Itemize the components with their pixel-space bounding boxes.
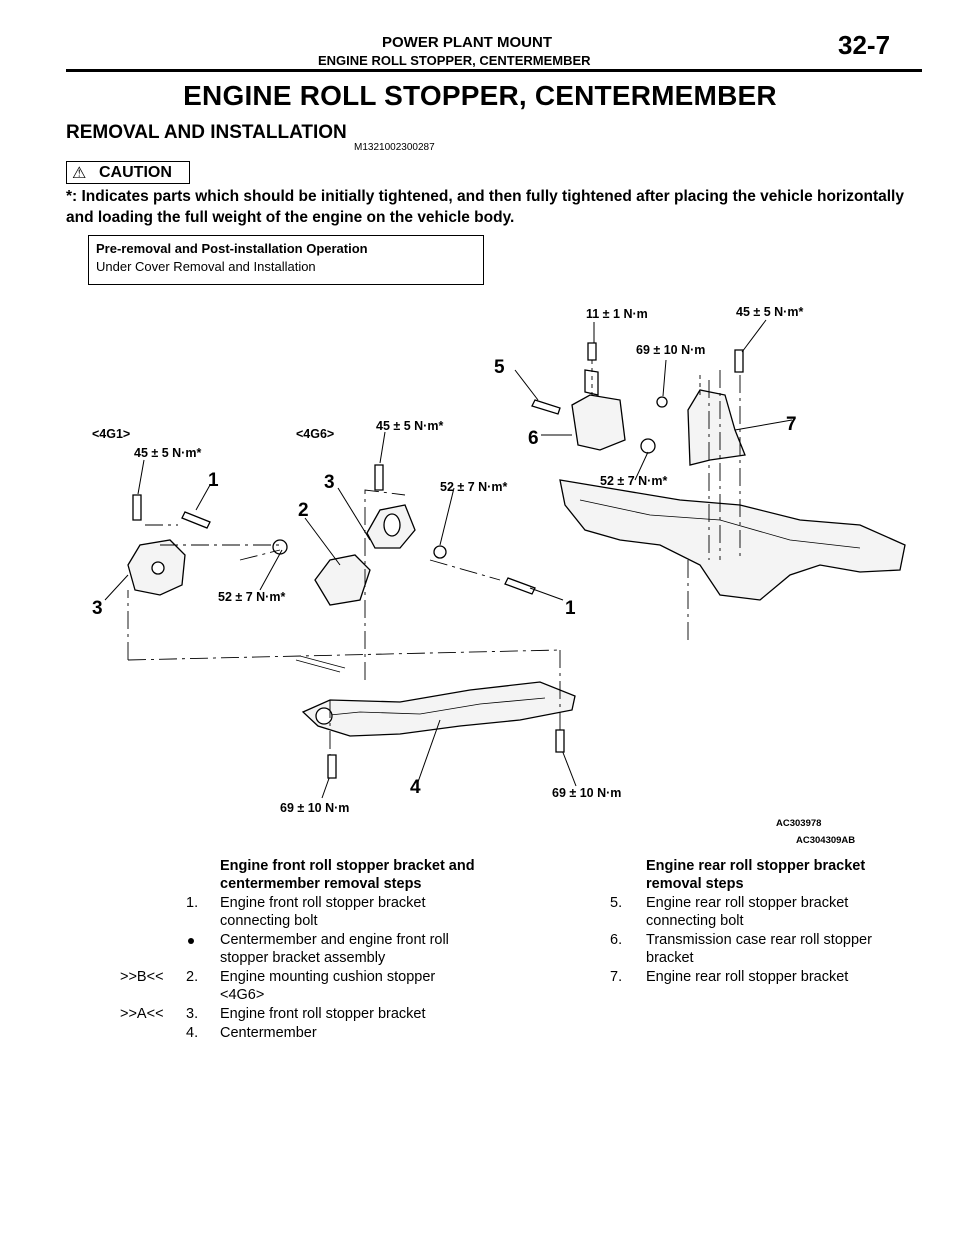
callout-4: 4 xyxy=(410,777,421,798)
caution-badge: ⚠ CAUTION xyxy=(66,161,190,184)
torque-69-right: 69 ± 10 N·m xyxy=(552,786,621,800)
caution-text: *: Indicates parts which should be initi… xyxy=(66,188,904,226)
operation-box-title: Pre-removal and Post-installation Operat… xyxy=(96,241,368,256)
torque-69-rear: 69 ± 10 N·m xyxy=(636,343,705,357)
rear-steps-heading: Engine rear roll stopper bracket removal… xyxy=(646,858,866,892)
figure-code-1: AC303978 xyxy=(776,818,821,829)
list-item: >>B<< 2. Engine mounting cushion stopper… xyxy=(120,969,436,1003)
figure-code-2: AC304309AB xyxy=(796,835,855,846)
callout-7: 7 xyxy=(786,414,797,435)
caution-label: CAUTION xyxy=(99,164,172,181)
torque-52-center: 52 ± 7 N·m* xyxy=(440,480,507,494)
torque-45-rear: 45 ± 5 N·m* xyxy=(736,305,803,319)
centermember xyxy=(301,681,576,737)
list-item: 1. Engine front roll stopper bracket con… xyxy=(186,895,426,929)
label-4g6: <4G6> xyxy=(296,427,334,441)
list-item: Centermember and engine front roll stopp… xyxy=(120,931,480,967)
front-roll-stopper-4g6 xyxy=(314,554,371,606)
bullet-icon xyxy=(188,938,194,944)
torque-52-rear: 52 ± 7 N·m* xyxy=(600,474,667,488)
rear-steps: Engine rear roll stopper bracket removal… xyxy=(610,857,910,986)
warning-triangle-icon: ⚠ xyxy=(72,165,87,182)
subframe xyxy=(559,479,906,601)
torque-69-left: 69 ± 10 N·m xyxy=(280,801,349,815)
section-code: M1321002300287 xyxy=(354,142,435,153)
label-4g1: <4G1> xyxy=(92,427,130,441)
header-section-title: POWER PLANT MOUNT xyxy=(382,34,552,51)
callout-6: 6 xyxy=(528,428,539,449)
torque-45-4g6: 45 ± 5 N·m* xyxy=(376,419,443,433)
callout-5: 5 xyxy=(494,357,505,378)
list-item: 4. Centermember xyxy=(186,1025,317,1041)
page-title: ENGINE ROLL STOPPER, CENTERMEMBER xyxy=(183,80,777,111)
section-title: REMOVAL AND INSTALLATION xyxy=(66,122,347,143)
callout-1-left: 1 xyxy=(208,470,219,491)
front-steps-heading: Engine front roll stopper bracket and ce… xyxy=(220,858,475,892)
list-item: 6. Transmission case rear roll stopper b… xyxy=(610,932,872,966)
callout-3-top: 3 xyxy=(324,472,335,493)
front-steps: Engine front roll stopper bracket and ce… xyxy=(120,857,480,1042)
list-item: 7. Engine rear roll stopper bracket xyxy=(610,969,849,985)
torque-52-left: 52 ± 7 N·m* xyxy=(218,590,285,604)
list-item: >>A<< 3. Engine front roll stopper brack… xyxy=(120,1006,426,1022)
header-rule xyxy=(66,69,922,72)
page-number: 32-7 xyxy=(838,30,891,60)
transmission-rear-roll-stopper xyxy=(687,389,746,466)
callout-1-right: 1 xyxy=(565,598,576,619)
torque-45-4g1: 45 ± 5 N·m* xyxy=(134,446,201,460)
callout-3-left: 3 xyxy=(92,598,103,619)
rear-roll-stopper-bracket xyxy=(571,394,626,451)
exploded-diagram: <4G1> <4G6> 45 ± 5 N·m* 45 ± 5 N·m* 45 ±… xyxy=(92,305,906,846)
header-subsection-title: ENGINE ROLL STOPPER, CENTERMEMBER xyxy=(318,53,591,68)
torque-11: 11 ± 1 N·m xyxy=(586,307,648,321)
list-item: 5. Engine rear roll stopper bracket conn… xyxy=(610,895,849,929)
callout-2: 2 xyxy=(298,500,309,521)
operation-box-item: Under Cover Removal and Installation xyxy=(96,259,316,274)
operation-box: Pre-removal and Post-installation Operat… xyxy=(88,235,484,285)
